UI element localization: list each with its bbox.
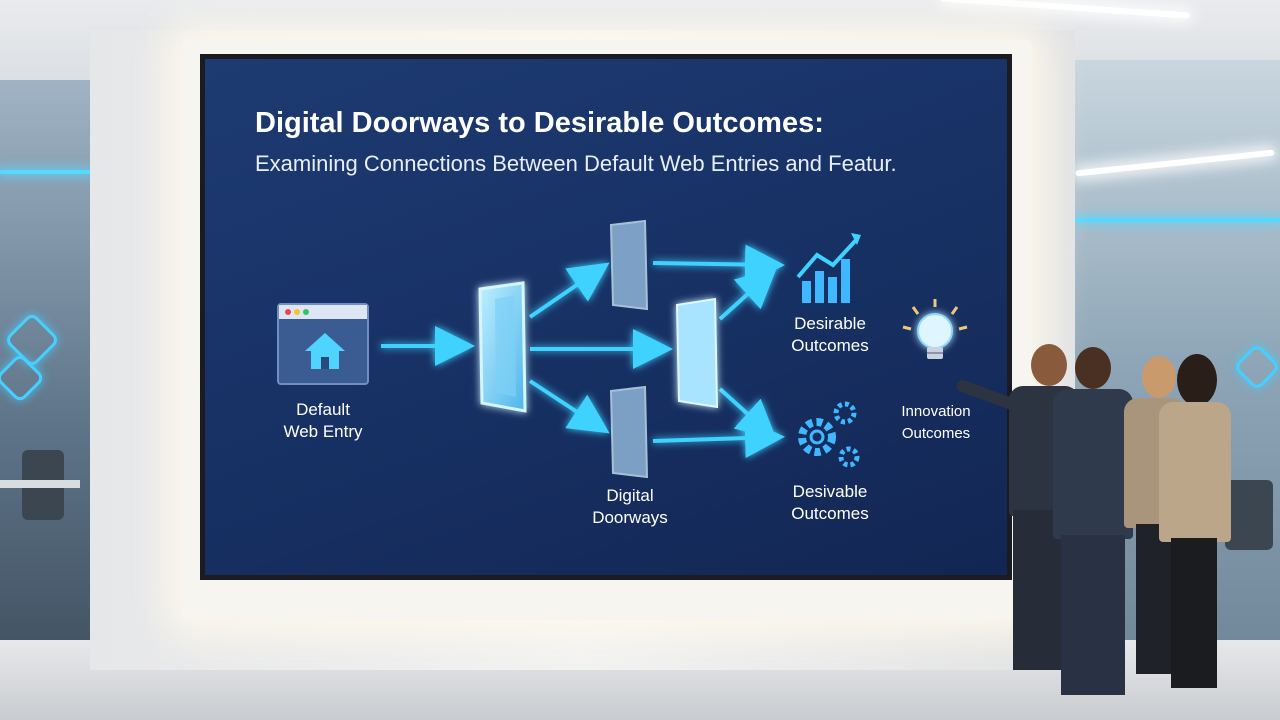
- presentation-screen: Digital Doorways to Desirable Outcomes: …: [200, 54, 1012, 580]
- head: [1075, 347, 1111, 389]
- door-icon: [609, 385, 649, 479]
- suit-jacket: [1053, 389, 1133, 539]
- arrow: [528, 379, 610, 434]
- gears-icon: [798, 401, 860, 468]
- ceiling-light: [1075, 149, 1275, 177]
- arrow: [718, 387, 777, 441]
- arrow: [718, 267, 777, 321]
- arrow: [652, 418, 785, 459]
- desk: [0, 480, 80, 488]
- door-icon: [478, 281, 527, 413]
- browser-titlebar: [279, 305, 367, 319]
- head: [1142, 356, 1176, 398]
- trousers: [1061, 535, 1125, 695]
- label-digital-doorways: Digital Doorways: [592, 486, 668, 527]
- minimize-dot: [294, 309, 300, 315]
- office-chair: [1225, 480, 1273, 550]
- home-icon: [305, 333, 345, 369]
- label-innovation-outcomes: Innovation Outcomes: [901, 403, 971, 442]
- door-icon: [675, 297, 719, 409]
- close-dot: [285, 309, 291, 315]
- label-desivable-outcomes: Desivable Outcomes: [791, 482, 869, 523]
- slide-subtitle: Examining Connections Between Default We…: [255, 151, 897, 176]
- label-desirable-outcomes: Desirable Outcomes: [791, 314, 869, 355]
- slide-title: Digital Doorways to Desirable Outcomes:: [255, 107, 824, 139]
- neon-strip: [0, 170, 90, 174]
- head: [1031, 344, 1067, 386]
- background-room-left: [0, 80, 90, 720]
- arrow: [528, 262, 610, 319]
- label-default-web-entry: Default Web Entry: [283, 400, 363, 441]
- neon-decor: [1232, 342, 1280, 392]
- neon-strip: [1075, 218, 1280, 222]
- maximize-dot: [303, 309, 309, 315]
- head: [1177, 354, 1217, 406]
- trousers: [1171, 538, 1217, 688]
- door-icon: [609, 219, 649, 311]
- arrow: [652, 244, 785, 285]
- lightbulb-icon: [902, 299, 968, 359]
- browser-window-icon: [277, 303, 369, 385]
- flow-diagram: [381, 219, 968, 479]
- blazer: [1159, 402, 1231, 542]
- bar-chart-growth-icon: [796, 233, 861, 303]
